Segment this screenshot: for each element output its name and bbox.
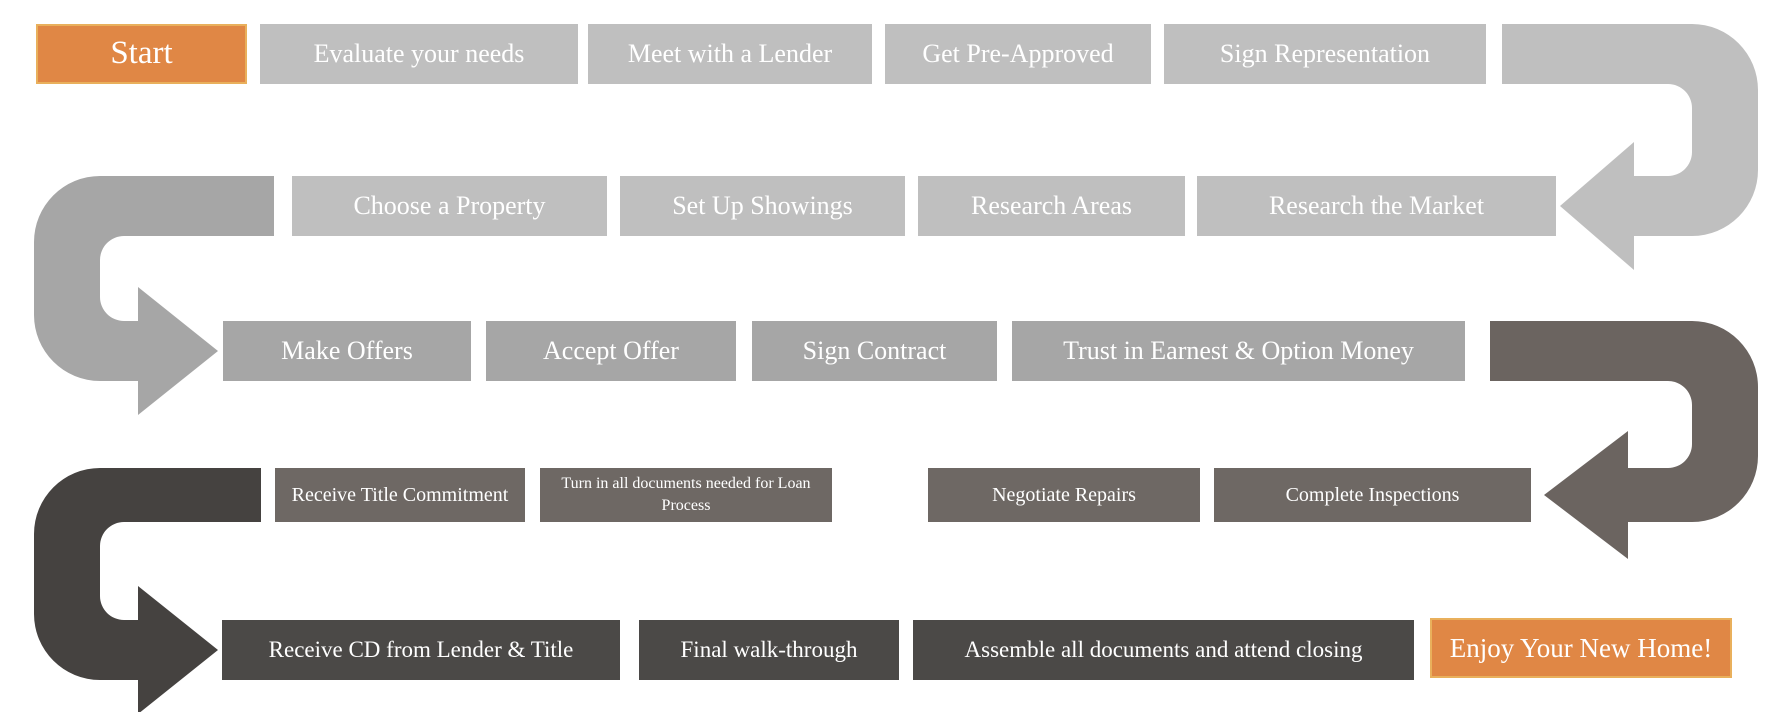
step-start: Start — [36, 24, 247, 84]
step-label: Make Offers — [281, 336, 413, 366]
step-label: Meet with a Lender — [627, 39, 833, 69]
step-label: Evaluate your needs — [313, 39, 525, 69]
step-set-up-showings: Set Up Showings — [620, 176, 905, 236]
step-choose-a-property: Choose a Property — [292, 176, 607, 236]
step-receive-cd-from-lender-title: Receive CD from Lender & Title — [222, 620, 620, 680]
step-label: Assemble all documents and attend closin… — [964, 637, 1363, 663]
step-label: Sign Contract — [802, 336, 947, 366]
step-label: Negotiate Repairs — [992, 484, 1136, 506]
step-label: Accept Offer — [543, 336, 679, 366]
step-enjoy-your-new-home: Enjoy Your New Home! — [1430, 618, 1732, 678]
step-sign-representation: Sign Representation — [1164, 24, 1486, 84]
step-evaluate-your-needs: Evaluate your needs — [260, 24, 578, 84]
step-final-walk-through: Final walk-through — [639, 620, 899, 680]
step-label: Complete Inspections — [1285, 484, 1460, 506]
connector-arrow-row3-row4 — [1490, 321, 1758, 559]
step-research-areas: Research Areas — [918, 176, 1185, 236]
step-label: Sign Representation — [1219, 39, 1431, 69]
step-label: Start — [110, 35, 173, 72]
step-label: Final walk-through — [680, 637, 858, 663]
step-label: Receive CD from Lender & Title — [268, 637, 574, 663]
step-assemble-documents-attend-closing: Assemble all documents and attend closin… — [913, 620, 1414, 680]
step-accept-offer: Accept Offer — [486, 321, 736, 381]
connector-arrow-row2-row3 — [34, 176, 274, 415]
step-label: Turn in all documents needed for Loan Pr… — [561, 474, 811, 514]
step-get-pre-approved: Get Pre-Approved — [885, 24, 1151, 84]
step-label: Research the Market — [1268, 191, 1485, 221]
connector-arrow-row1-row2 — [1502, 24, 1758, 270]
step-meet-with-a-lender: Meet with a Lender — [588, 24, 872, 84]
connector-arrow-row4-row5 — [34, 468, 261, 712]
step-sign-contract: Sign Contract — [752, 321, 997, 381]
step-research-the-market: Research the Market — [1197, 176, 1556, 236]
step-label: Set Up Showings — [672, 191, 853, 221]
step-complete-inspections: Complete Inspections — [1214, 468, 1531, 522]
step-label: Enjoy Your New Home! — [1449, 632, 1713, 663]
step-turn-in-loan-documents: Turn in all documents needed for Loan Pr… — [540, 468, 832, 522]
step-label: Get Pre-Approved — [922, 39, 1114, 69]
step-make-offers: Make Offers — [223, 321, 471, 381]
step-label: Trust in Earnest & Option Money — [1063, 336, 1414, 366]
step-negotiate-repairs: Negotiate Repairs — [928, 468, 1200, 522]
step-label: Research Areas — [971, 191, 1132, 221]
step-receive-title-commitment: Receive Title Commitment — [275, 468, 525, 522]
step-trust-in-earnest-option-money: Trust in Earnest & Option Money — [1012, 321, 1465, 381]
step-label: Choose a Property — [353, 191, 546, 221]
step-label: Receive Title Commitment — [291, 484, 509, 506]
